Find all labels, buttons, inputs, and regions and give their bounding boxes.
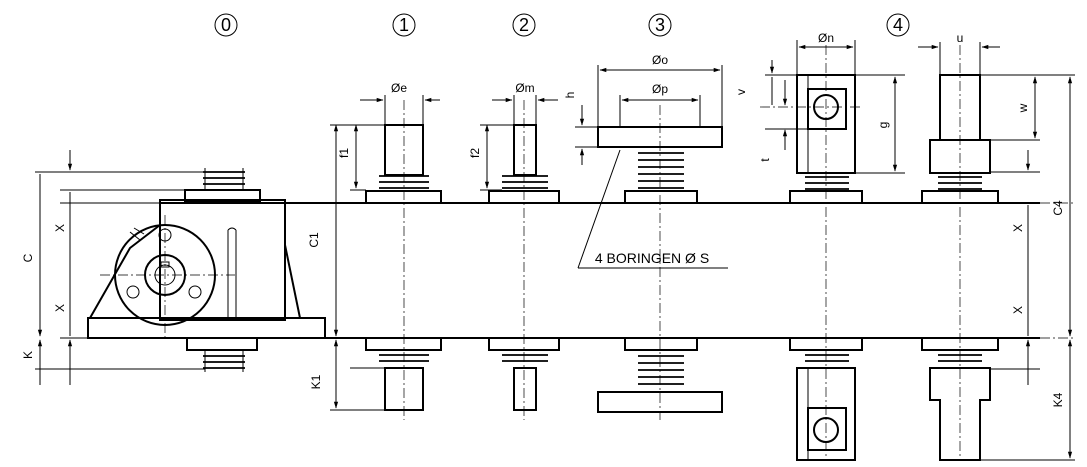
variant-label-2: 2 (512, 13, 536, 37)
svg-text:v: v (734, 89, 748, 95)
spindle-variant-4-threaded: u w C4 K4 X X (918, 31, 1075, 461)
svg-text:w: w (1016, 103, 1030, 113)
svg-text:1: 1 (399, 15, 409, 35)
svg-text:X: X (53, 224, 67, 232)
svg-text:Øm: Øm (515, 81, 534, 95)
svg-text:2: 2 (519, 15, 529, 35)
bore-note: 4 BORINGEN Ø S (595, 250, 709, 266)
svg-text:0: 0 (221, 15, 231, 35)
svg-text:X: X (1011, 306, 1025, 314)
svg-text:h: h (563, 92, 577, 99)
svg-text:u: u (957, 31, 964, 45)
variant-label-1: 1 (392, 13, 416, 37)
svg-text:Øp: Øp (652, 82, 668, 96)
variant-label-0: 0 (214, 13, 238, 37)
svg-text:X: X (53, 304, 67, 312)
svg-text:C4: C4 (1051, 200, 1065, 216)
variant-label-4: 4 (886, 13, 910, 37)
svg-text:C: C (21, 253, 35, 262)
svg-text:f1: f1 (337, 148, 351, 158)
variant-label-3: 3 (648, 13, 672, 37)
svg-text:4: 4 (893, 15, 903, 35)
svg-text:X: X (1011, 224, 1025, 232)
svg-text:K1: K1 (309, 374, 323, 389)
dims-variant-0: C X X K (21, 150, 205, 385)
svg-text:f2: f2 (468, 148, 482, 158)
spindle-variant-4-fork: Øn v t g (734, 31, 905, 461)
spindle-variant-2: f2 Øm (468, 81, 560, 420)
svg-text:Øe: Øe (391, 81, 407, 95)
svg-text:K: K (21, 351, 35, 359)
svg-text:C1: C1 (307, 232, 321, 248)
spindle-variant-1: C1 f1 K1 Øe (307, 81, 442, 420)
svg-text:K4: K4 (1051, 392, 1065, 407)
svg-text:Øn: Øn (818, 31, 834, 45)
gearbox-body (87, 168, 326, 372)
svg-text:t: t (758, 158, 772, 162)
spindle-variant-3: Øo Øp h (563, 53, 728, 420)
svg-text:g: g (876, 122, 890, 129)
svg-text:Øo: Øo (652, 53, 668, 67)
svg-text:3: 3 (655, 15, 665, 35)
